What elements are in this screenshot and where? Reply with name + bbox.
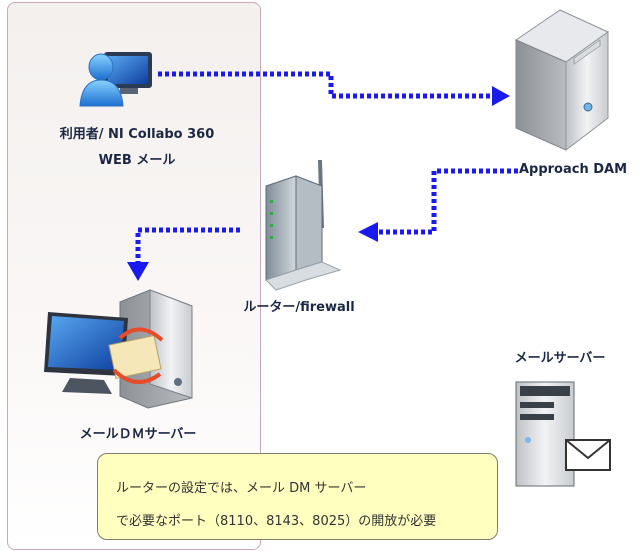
mail-dm-server-icon	[44, 289, 193, 409]
user-label-line2: WEB メール	[98, 153, 176, 168]
note-line1: ルーターの設定では、メール DM サーバー	[116, 481, 367, 496]
mail-server-icon	[515, 381, 611, 487]
mail-dm-server-label: メールＤＭサーバー	[79, 427, 197, 442]
note-line2: で必要なポート（8110、8143、8025）の開放が必要	[116, 514, 437, 529]
arrowhead-right	[492, 86, 510, 106]
arrowhead-down	[127, 262, 149, 281]
router-label: ルーター/firewall	[243, 300, 355, 315]
arrowhead-left	[358, 222, 378, 242]
router-icon	[265, 159, 342, 291]
port-note-box: ルーターの設定では、メール DM サーバー で必要なポート（8110、8143、…	[97, 453, 498, 540]
approach-dam-server-icon	[514, 9, 609, 152]
arrow-server-to-router	[376, 168, 518, 235]
mail-server-label: メールサーバー	[514, 351, 606, 366]
arrow-router-to-dm-server	[135, 227, 240, 262]
server-label: Approach DAM	[518, 162, 628, 177]
user-label-line1: 利用者/ NI Collabo 360	[59, 127, 215, 142]
user-icon	[79, 52, 152, 107]
arrow-user-to-server	[158, 71, 495, 99]
flow-arrows	[135, 71, 518, 262]
arrow-heads	[127, 86, 510, 281]
